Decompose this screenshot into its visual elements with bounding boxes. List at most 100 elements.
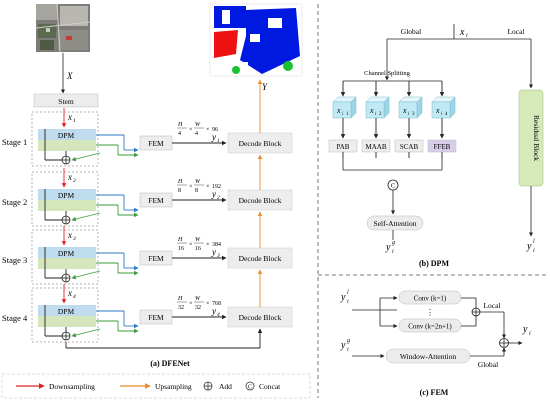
stage-frame (31, 229, 99, 285)
dpm-out-local-sup: l (533, 239, 535, 245)
cube-x-sub: i (375, 112, 377, 117)
stage-y-var: y (211, 189, 216, 199)
times-sign: × (189, 184, 192, 190)
dpm-block-top (38, 189, 96, 200)
times-sign: × (206, 301, 209, 307)
stage-x-sub: 1 (73, 118, 76, 124)
stage-y-sub: 2 (217, 195, 220, 201)
dpm-block-bottom (38, 316, 96, 327)
stage-y-sub: 1 (217, 138, 220, 144)
decode-block-label: Decode Block (239, 313, 282, 322)
fem-global-label: Global (478, 360, 498, 369)
fem-in-global-sup: g (347, 338, 350, 344)
local-return (71, 152, 101, 162)
decode-block-label: Decode Block (239, 254, 282, 263)
stage-label: Stage 3 (2, 255, 27, 265)
shape-w-div: 16 (195, 246, 201, 252)
conv1-block (398, 290, 462, 305)
shape-channels: 192 (212, 184, 221, 190)
stage-y-var: y (211, 306, 216, 316)
stage-add-icon (61, 273, 71, 283)
stage-add-icon (61, 331, 71, 341)
caption-fem: (c) FEM (420, 388, 449, 397)
dpm-out-global: y (385, 242, 391, 253)
stage-add-icon (61, 215, 71, 225)
fem-add-local-icon (471, 307, 481, 317)
shape-w-div: 4 (195, 131, 198, 137)
fem-label: FEM (148, 313, 164, 322)
stage-add-icon (61, 155, 71, 165)
dpm-block-bottom (38, 258, 96, 269)
input-var-label: X (66, 71, 73, 81)
local-return (71, 328, 101, 338)
dpm-splitting-label: Channel Splitting (364, 70, 410, 77)
stage-x-var: x (67, 288, 72, 298)
stage-y-var: y (211, 132, 216, 142)
output-segmentation-map (209, 3, 303, 77)
cube-front (398, 101, 418, 119)
dpm-sub-block-label: MAAB (365, 143, 386, 151)
dpm-local-label: Local (507, 27, 524, 36)
cube-split-index: 1 (346, 112, 349, 117)
dpm-sub-block-label: SCAB (400, 143, 419, 151)
dpm-sub-block-label: FFEB (434, 143, 451, 151)
dpm-block-bottom (38, 200, 96, 211)
cube-x-var: x (435, 106, 440, 115)
cube-front (431, 101, 451, 119)
local-return (71, 270, 101, 280)
stage-label: Stage 1 (2, 137, 27, 147)
shape-h-div: 8 (178, 188, 181, 194)
dpm-global-label: Global (401, 27, 421, 36)
stem-block (33, 93, 99, 108)
shape-h-div: 4 (178, 131, 181, 137)
cube-x-sub: i (342, 112, 344, 117)
fem-dots: ⋮ (426, 308, 434, 317)
stage-frame (31, 111, 99, 167)
legend: Downsampling Upsampling Add C Concat (1, 373, 311, 399)
fem-in-local-sup: l (347, 290, 349, 296)
legend-add-icon (203, 381, 213, 391)
dpm-block-top (38, 305, 96, 316)
stage-x-var: x (67, 112, 72, 122)
legend-downsampling: Downsampling (49, 382, 95, 391)
times-sign: × (189, 127, 192, 133)
times-sign: × (206, 184, 209, 190)
legend-upsampling: Upsampling (155, 382, 192, 391)
dpm-input-var: x (459, 27, 465, 38)
input-aerial-image (35, 3, 91, 53)
shape-w: W (195, 179, 201, 185)
stage-label: Stage 4 (2, 313, 28, 323)
shape-w: W (195, 122, 201, 128)
dpm-concat-symbol: C (391, 183, 395, 190)
dpm-label: DPM (58, 191, 75, 200)
cube-front (332, 101, 352, 119)
shape-w-div: 8 (195, 188, 198, 194)
times-sign: × (189, 301, 192, 307)
cube-x-var: x (402, 106, 407, 115)
times-sign: × (206, 127, 209, 133)
fem-in-local-sub: i (347, 299, 349, 305)
decode-block-label: Decode Block (239, 196, 282, 205)
legend-concat: Concat (259, 382, 281, 391)
fem-output-sub: i (529, 331, 531, 337)
stage-y-var: y (211, 247, 216, 257)
legend-concat-symbol: C (248, 385, 252, 391)
dpm-label: DPM (58, 307, 75, 316)
caption-dfenet: (a) DFENet (150, 359, 190, 368)
stage-label: Stage 2 (2, 197, 27, 207)
cube-x-var: x (369, 106, 374, 115)
stage-x-var: x (67, 230, 72, 240)
shape-w-div: 32 (195, 305, 201, 311)
residual-block-label: Residual Block (532, 115, 541, 161)
dpm-out-local-sub: i (533, 248, 535, 254)
fem-label: FEM (148, 196, 164, 205)
times-sign: × (206, 242, 209, 248)
